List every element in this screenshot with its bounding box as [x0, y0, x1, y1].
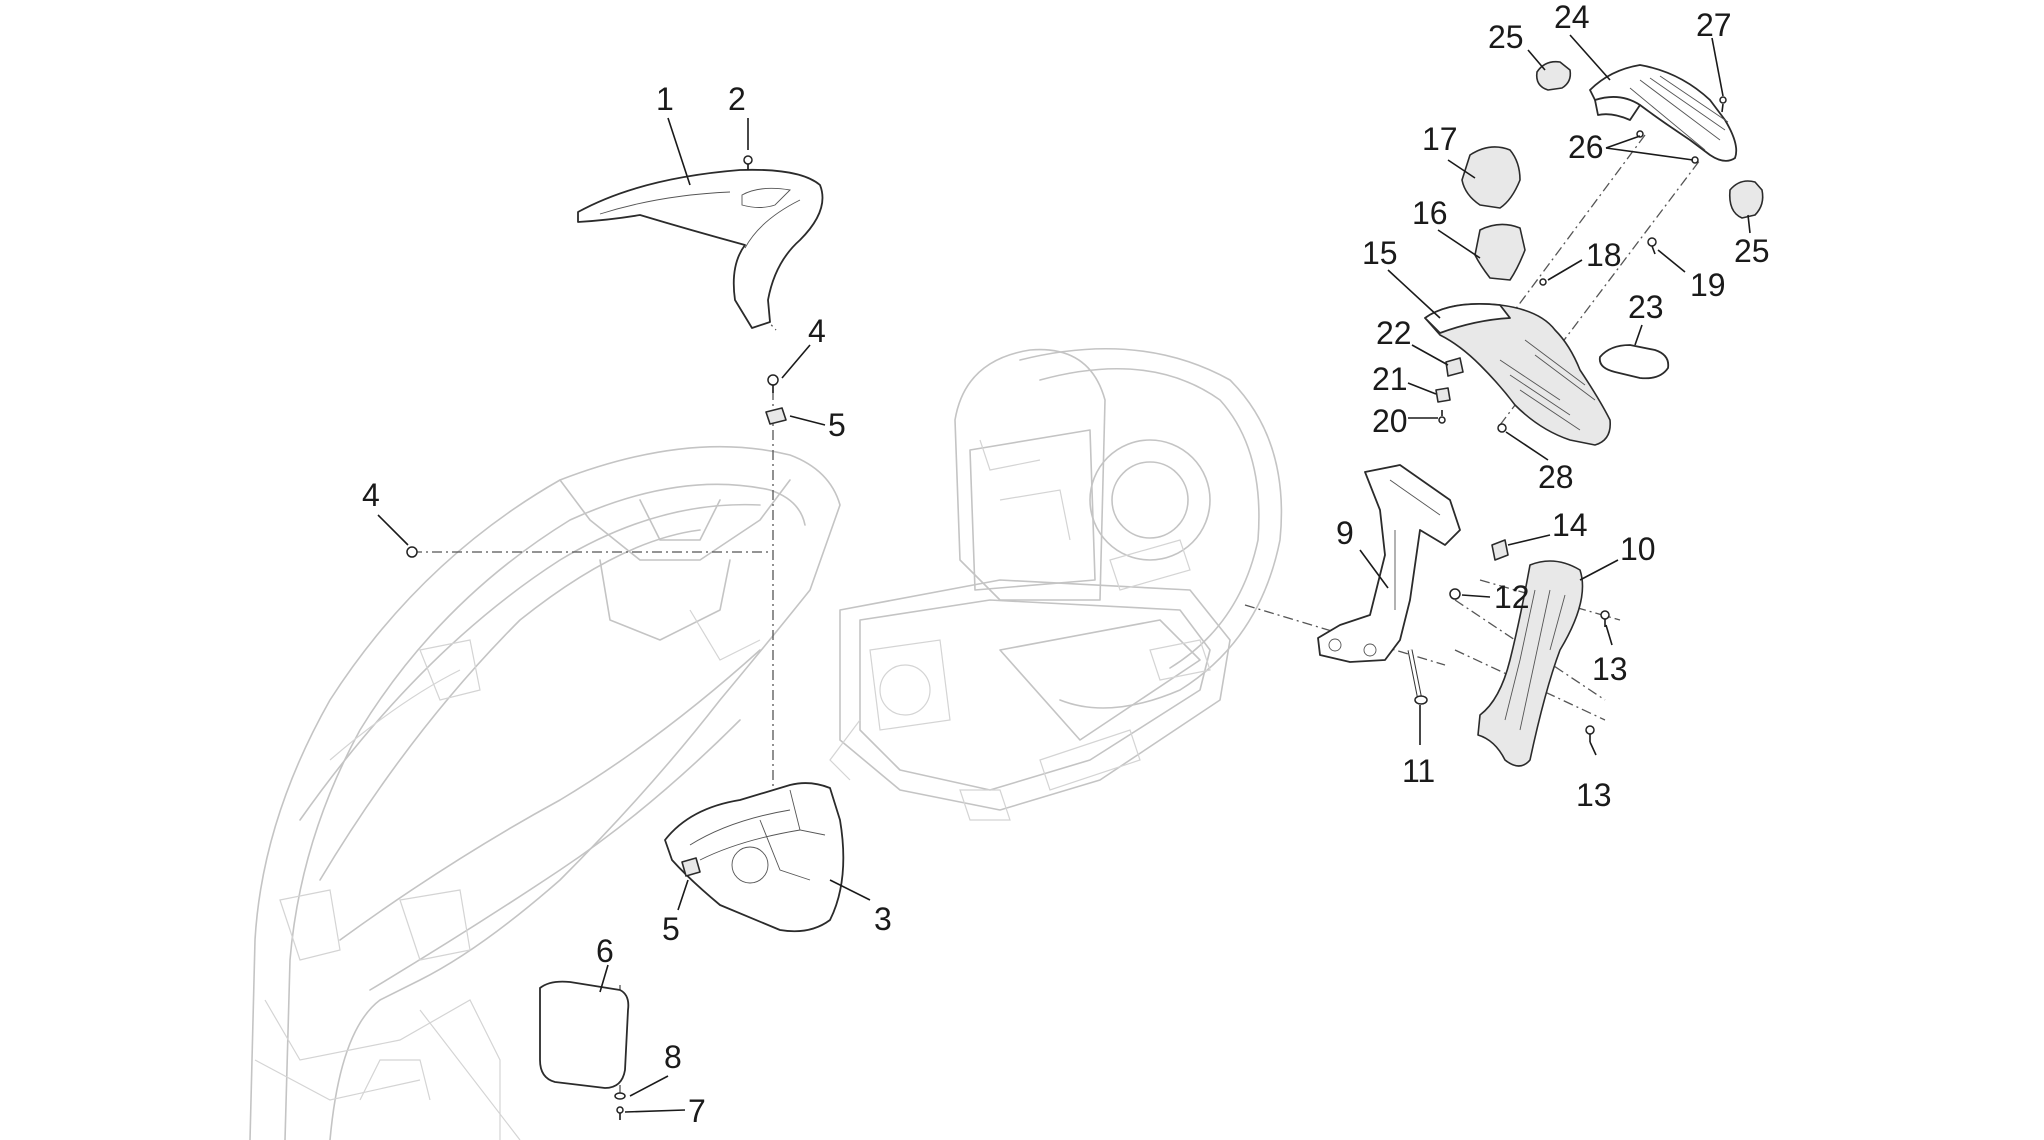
callout-9: 9 [1336, 515, 1354, 551]
callout-12: 12 [1494, 579, 1530, 615]
callout-25-upper: 25 [1488, 19, 1524, 55]
callout-labels: 1 2 3 4 4 5 5 6 7 8 9 10 11 12 13 13 14 … [362, 0, 1770, 1129]
part-19-screw [1647, 237, 1657, 255]
part-13-screw-upper [1600, 610, 1610, 627]
callout-18: 18 [1586, 237, 1622, 273]
part-26-screw-a [1636, 130, 1644, 138]
callout-26: 26 [1568, 129, 1604, 165]
ghost-body-frame [249, 445, 841, 1140]
part-15-plate-holder [1424, 303, 1612, 446]
callout-6: 6 [596, 933, 614, 969]
part-10-side-panel [1477, 560, 1584, 767]
callout-17: 17 [1422, 121, 1458, 157]
callout-13-upper: 13 [1592, 651, 1628, 687]
ghost-engine-wheel [829, 348, 1283, 821]
part-17-cover [1461, 146, 1521, 209]
part-24-plate-bracket [1589, 64, 1738, 162]
part-12-screw [1449, 588, 1461, 600]
part-25-pad-lower [1728, 180, 1764, 219]
callout-1: 1 [656, 81, 674, 117]
part-28-screw [1497, 423, 1507, 433]
callout-13-lower: 13 [1576, 777, 1612, 813]
part-18-screw [1539, 278, 1547, 286]
leader-lines [377, 34, 1751, 1113]
part-13-screw-lower [1585, 725, 1595, 742]
callout-10: 10 [1620, 531, 1656, 567]
callout-27: 27 [1696, 7, 1732, 43]
part-5-clip-upper [765, 407, 787, 425]
part-20-screw [1438, 410, 1446, 424]
part-1-rear-cover [577, 168, 824, 329]
callout-5-lower: 5 [662, 911, 680, 947]
part-22-clip [1445, 357, 1464, 377]
callout-25-lower: 25 [1734, 233, 1770, 269]
callout-4-left: 4 [362, 477, 380, 513]
part-2-screw [743, 155, 753, 170]
callout-14: 14 [1552, 507, 1588, 543]
part-6-cover-panel [539, 980, 630, 1089]
callout-21: 21 [1372, 361, 1408, 397]
callout-20: 20 [1372, 403, 1408, 439]
callout-8: 8 [664, 1039, 682, 1075]
part-25-pad-upper [1535, 60, 1572, 91]
part-27-screw [1719, 96, 1727, 113]
part-21-nut [1435, 387, 1451, 403]
callout-11: 11 [1402, 753, 1435, 789]
part-16-bracket [1474, 223, 1526, 281]
callout-23: 23 [1628, 289, 1664, 325]
callout-24: 24 [1554, 0, 1590, 35]
callout-19: 19 [1690, 267, 1726, 303]
part-3-tail-housing [664, 782, 845, 933]
callout-4-upper: 4 [808, 313, 826, 349]
callout-2: 2 [728, 81, 746, 117]
callout-7: 7 [688, 1093, 706, 1129]
part-8-washer [614, 1092, 626, 1100]
callout-15: 15 [1362, 235, 1398, 271]
part-9-bracket [1317, 464, 1461, 663]
callout-22: 22 [1376, 315, 1412, 351]
part-11-bolt [1407, 649, 1428, 705]
callout-3: 3 [874, 901, 892, 937]
callout-5-upper: 5 [828, 407, 846, 443]
part-23-reflector [1598, 344, 1670, 380]
part-4-screw-left [406, 546, 418, 558]
part-14-clip [1491, 539, 1509, 561]
part-7-screw [616, 1106, 624, 1120]
part-4-screw-upper [767, 374, 779, 393]
callout-28: 28 [1538, 459, 1574, 495]
callout-16: 16 [1412, 195, 1448, 231]
